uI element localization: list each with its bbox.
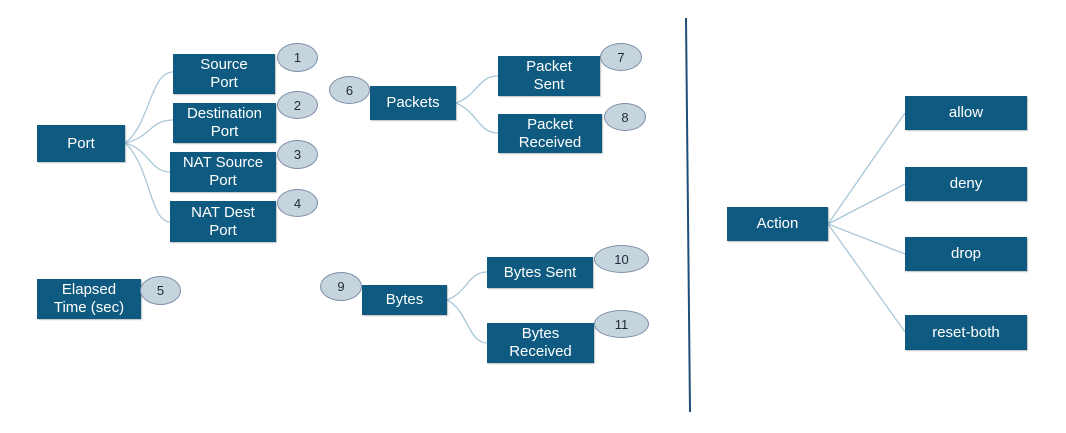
- bytes-received-node: Bytes Received: [487, 323, 594, 363]
- packets-node: Packets: [370, 86, 456, 120]
- action-node: Action: [727, 207, 828, 241]
- link-action-deny: [827, 183, 906, 225]
- link-packets-sent: [455, 75, 499, 104]
- badge-1: 1: [277, 43, 318, 72]
- badge-2: 2: [277, 91, 318, 119]
- link-action-allow: [827, 112, 906, 225]
- allow-node: allow: [905, 96, 1027, 130]
- elapsed-time-node: Elapsed Time (sec): [37, 279, 141, 319]
- link-port-nat-dest: [124, 142, 171, 223]
- port-node: Port: [37, 125, 125, 162]
- drop-node: drop: [905, 237, 1027, 271]
- packet-sent-node: Packet Sent: [498, 56, 600, 96]
- badge-8: 8: [604, 103, 646, 131]
- link-port-nat-source: [124, 142, 171, 173]
- badge-11: 11: [594, 310, 649, 338]
- badge-6: 6: [329, 76, 370, 104]
- packet-received-node: Packet Received: [498, 114, 602, 153]
- bytes-node: Bytes: [362, 285, 447, 315]
- source-port-node: Source Port: [173, 54, 275, 94]
- badge-4: 4: [277, 189, 318, 217]
- link-port-source: [124, 71, 174, 144]
- reset-both-node: reset-both: [905, 315, 1027, 350]
- link-bytes-received: [446, 299, 488, 344]
- bytes-sent-node: Bytes Sent: [487, 257, 593, 288]
- link-packets-received: [455, 102, 499, 134]
- badge-5: 5: [140, 276, 181, 305]
- badge-9: 9: [320, 272, 362, 301]
- vertical-divider: [685, 17, 691, 413]
- badge-10: 10: [594, 245, 649, 273]
- link-action-drop: [827, 223, 906, 255]
- link-bytes-sent: [446, 271, 488, 301]
- nat-source-port-node: NAT Source Port: [170, 152, 276, 192]
- badge-3: 3: [277, 140, 318, 169]
- badge-7: 7: [600, 43, 642, 71]
- link-port-destination: [124, 119, 174, 144]
- deny-node: deny: [905, 167, 1027, 201]
- link-action-reset-both: [827, 223, 906, 333]
- nat-dest-port-node: NAT Dest Port: [170, 201, 276, 242]
- destination-port-node: Destination Port: [173, 103, 276, 143]
